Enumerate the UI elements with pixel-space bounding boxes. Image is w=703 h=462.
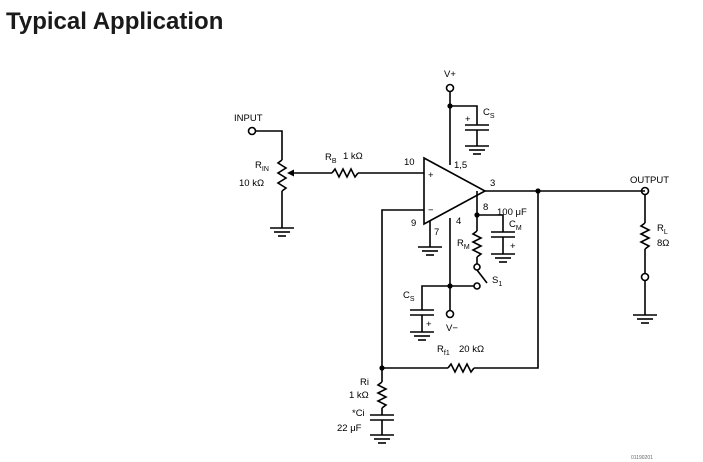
cs-top-ground bbox=[464, 145, 490, 155]
rb-value: 1 kΩ bbox=[343, 151, 363, 162]
vplus-terminal bbox=[445, 83, 455, 93]
s1-label: S1 bbox=[492, 275, 502, 288]
pin8-network: 8 100 μF CM + RM S1 bbox=[450, 191, 527, 290]
pin-10-label: 10 bbox=[404, 157, 415, 168]
rin-value: 10 kΩ bbox=[239, 178, 264, 189]
cs-bottom-label: CS bbox=[403, 290, 415, 303]
ci-label: *Ci bbox=[352, 408, 365, 419]
vminus-supply: 4 V− CS + bbox=[403, 216, 461, 341]
output-label: OUTPUT bbox=[630, 175, 669, 186]
rf1-value: 20 kΩ bbox=[459, 344, 484, 355]
cs-bottom-ground bbox=[409, 331, 435, 341]
switch-contact bbox=[473, 263, 481, 271]
rl-ground bbox=[632, 314, 658, 324]
feedback-network: Rf1 20 kΩ Ri 1 kΩ *Ci 22 μF bbox=[337, 191, 539, 444]
vplus-label: V+ bbox=[444, 69, 456, 80]
rm-resistor bbox=[471, 230, 483, 258]
ci-ground bbox=[369, 434, 395, 444]
pin-7-label: 7 bbox=[434, 227, 439, 238]
pin-1-5-label: 1,5 bbox=[454, 160, 467, 171]
switch-contact bbox=[473, 282, 481, 290]
pin7-ground: 7 9 bbox=[411, 218, 443, 256]
rl-label: RL bbox=[657, 223, 668, 236]
load-terminal bbox=[640, 272, 650, 282]
cm-value: 100 μF bbox=[497, 207, 527, 218]
noninverting-input-sign: + bbox=[428, 170, 434, 181]
input-section: INPUT RIN 10 kΩ RB 1 kΩ 10 bbox=[234, 113, 424, 237]
amplifier-symbol: + − bbox=[423, 156, 487, 226]
potentiometer-wiper-arrow bbox=[287, 169, 294, 177]
cs-bottom-plus-sign: + bbox=[426, 319, 432, 330]
figure-code: 01190201 bbox=[631, 455, 653, 461]
pin-4-label: 4 bbox=[456, 216, 461, 227]
input-label: INPUT bbox=[234, 113, 263, 124]
vplus-supply: V+ + CS 1,5 bbox=[444, 69, 495, 171]
vminus-label: V− bbox=[446, 323, 458, 334]
rin-ground bbox=[269, 227, 295, 237]
cs-top-plus-sign: + bbox=[465, 114, 471, 125]
rl-value: 8Ω bbox=[657, 238, 669, 249]
vminus-terminal bbox=[445, 309, 455, 319]
ri-label: Ri bbox=[360, 377, 369, 388]
pin-8-label: 8 bbox=[483, 202, 488, 213]
cm-ground bbox=[490, 253, 516, 263]
page-title: Typical Application bbox=[6, 8, 224, 35]
cm-plus-sign: + bbox=[510, 241, 516, 252]
pin-9-label: 9 bbox=[411, 218, 416, 229]
rin-potentiometer bbox=[276, 159, 288, 192]
rm-label: RM bbox=[457, 238, 470, 251]
rb-resistor bbox=[331, 167, 359, 179]
ri-value: 1 kΩ bbox=[349, 390, 369, 401]
cs-top-label: CS bbox=[483, 107, 495, 120]
output-section: 3 OUTPUT RL 8Ω bbox=[485, 175, 669, 324]
inverting-input-sign: − bbox=[428, 205, 434, 216]
pin-3-label: 3 bbox=[490, 178, 495, 189]
rl-resistor bbox=[639, 222, 651, 250]
rin-label: RIN bbox=[255, 160, 269, 173]
rb-label: RB bbox=[325, 152, 337, 165]
s1-switch-blade bbox=[476, 269, 488, 284]
rf1-label: Rf1 bbox=[437, 344, 450, 357]
ci-value: 22 μF bbox=[337, 423, 362, 434]
ri-resistor bbox=[376, 381, 388, 409]
input-terminal bbox=[247, 126, 257, 136]
output-terminal bbox=[640, 186, 650, 196]
rf1-resistor bbox=[447, 362, 475, 374]
cm-label: CM bbox=[509, 219, 522, 232]
